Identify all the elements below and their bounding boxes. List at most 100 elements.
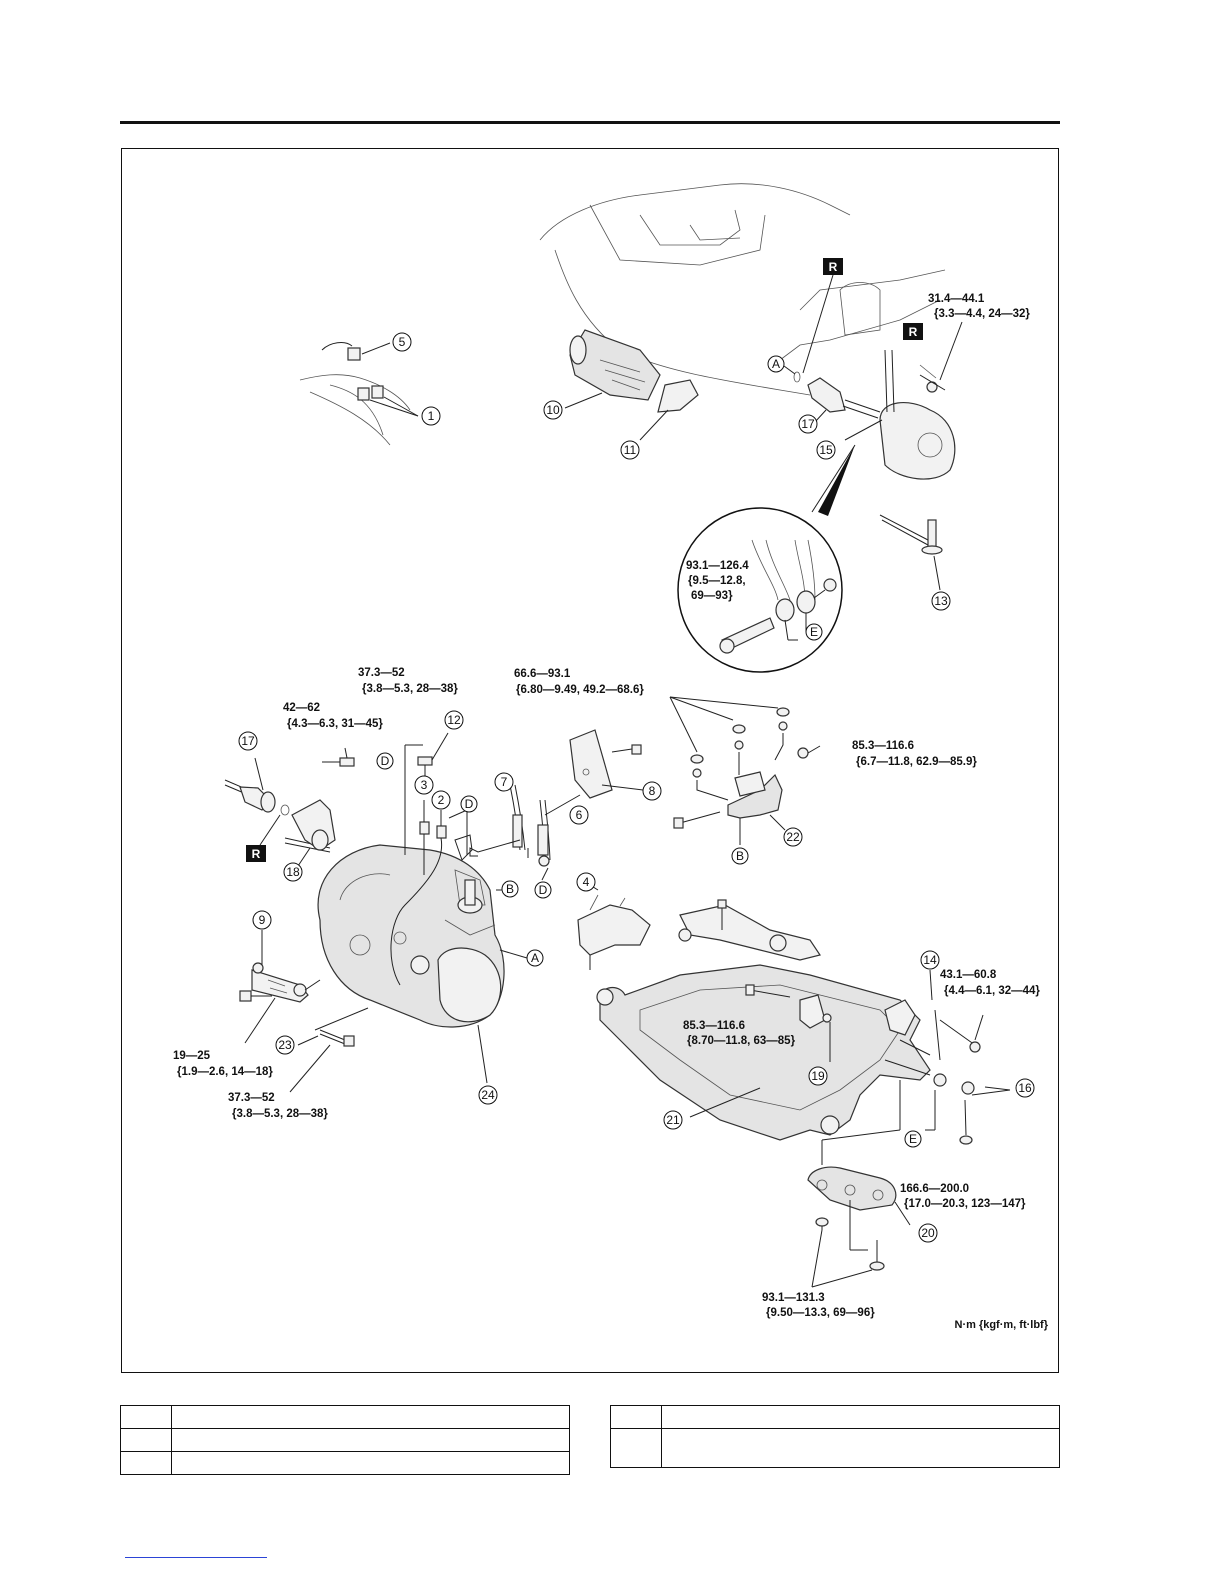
torque-mount20-nm: 93.1—131.3 bbox=[762, 1292, 825, 1304]
callout-15: 15 bbox=[816, 440, 836, 460]
torque-bolt23-nm: 37.3—52 bbox=[228, 1092, 275, 1104]
dust-cover-plate bbox=[639, 379, 699, 441]
svg-text:1: 1 bbox=[428, 409, 435, 423]
svg-text:20: 20 bbox=[921, 1226, 935, 1240]
tie-rod-end bbox=[879, 514, 943, 591]
torque-bolt12-nm: 37.3—52 bbox=[358, 667, 405, 679]
legend-num bbox=[610, 1405, 662, 1429]
legend-row bbox=[610, 1428, 1060, 1468]
legend-row bbox=[120, 1428, 570, 1452]
ref-letter-b-mount: B bbox=[731, 847, 749, 865]
callout-23: 23 bbox=[275, 1035, 295, 1055]
svg-text:5: 5 bbox=[399, 335, 406, 349]
drive-shaft-upper bbox=[793, 371, 881, 423]
footer-link-underline[interactable] bbox=[125, 1557, 267, 1558]
legend-num bbox=[120, 1428, 172, 1452]
callout-4: 4 bbox=[576, 872, 596, 892]
torque-unit-label: N·m {kgf·m, ft·lbf} bbox=[955, 1319, 1049, 1331]
drive-shaft-lower bbox=[224, 757, 336, 867]
torque-balljoint-nm: 93.1—126.4 bbox=[686, 560, 749, 572]
torque-bracket-nm: 42—62 bbox=[283, 702, 320, 714]
replace-badges: R R R bbox=[246, 258, 923, 862]
svg-text:12: 12 bbox=[447, 713, 461, 727]
reference-letters: A E D D D B B A E bbox=[376, 355, 922, 1148]
legend-table-left bbox=[120, 1405, 570, 1475]
torque-slave-kgf: {1.9—2.6, 14—18} bbox=[177, 1066, 273, 1078]
callout-17-left: 17 bbox=[238, 731, 258, 751]
detail-magnifier bbox=[677, 444, 856, 673]
svg-text:15: 15 bbox=[819, 443, 833, 457]
torque-mount-nm: 66.6—93.1 bbox=[514, 668, 571, 680]
svg-text:D: D bbox=[465, 797, 474, 811]
callout-5: 5 bbox=[392, 332, 412, 352]
svg-text:E: E bbox=[810, 625, 818, 639]
svg-text:11: 11 bbox=[624, 443, 637, 457]
svg-text:7: 7 bbox=[501, 775, 508, 789]
callout-19: 19 bbox=[808, 1066, 828, 1086]
callout-1: 1 bbox=[421, 406, 441, 426]
torque-link14-nm: 43.1—60.8 bbox=[940, 969, 997, 981]
ref-letter-d-left: D bbox=[376, 752, 394, 770]
svg-text:21: 21 bbox=[666, 1113, 680, 1127]
steering-knuckle bbox=[844, 321, 963, 480]
svg-text:R: R bbox=[252, 847, 261, 861]
svg-text:8: 8 bbox=[649, 784, 656, 798]
ref-letter-a-transaxle: A bbox=[526, 949, 544, 967]
shift-cables bbox=[469, 784, 551, 881]
torque-mount22-nm: 85.3—116.6 bbox=[852, 740, 914, 752]
ref-letter-e-detail: E bbox=[805, 623, 823, 641]
ref-letter-d-cable: D bbox=[534, 881, 552, 899]
svg-text:23: 23 bbox=[278, 1038, 292, 1052]
ref-letter-e-frame: E bbox=[904, 1130, 922, 1148]
ref-letter-d-mid: D bbox=[460, 795, 478, 813]
callout-13: 13 bbox=[931, 591, 951, 611]
legend-row bbox=[610, 1405, 1060, 1429]
svg-text:B: B bbox=[736, 849, 744, 863]
transaxle bbox=[284, 837, 505, 1084]
cable-bracket bbox=[544, 729, 644, 816]
legend-num bbox=[120, 1405, 172, 1429]
legend-table-right bbox=[610, 1405, 1060, 1468]
callout-16: 16 bbox=[1015, 1078, 1035, 1098]
torque-mount-kgf: {6.80—9.49, 49.2—68.6} bbox=[516, 684, 644, 696]
svg-text:B: B bbox=[506, 882, 514, 896]
callout-12: 12 bbox=[444, 710, 464, 730]
torque-mount20-kgf: {9.50—13.3, 69—96} bbox=[766, 1307, 875, 1319]
legend-row bbox=[120, 1451, 570, 1475]
legend-row bbox=[120, 1405, 570, 1429]
torque-frame16-kgf: {17.0—20.3, 123—147} bbox=[904, 1198, 1026, 1210]
torque-frame19-nm: 85.3—116.6 bbox=[683, 1020, 745, 1032]
svg-text:R: R bbox=[829, 260, 838, 274]
svg-text:13: 13 bbox=[934, 594, 948, 608]
torque-link14-kgf: {4.4—6.1, 32—44} bbox=[944, 985, 1040, 997]
svg-text:2: 2 bbox=[438, 793, 445, 807]
wiring-harness bbox=[390, 800, 473, 986]
svg-text:22: 22 bbox=[786, 830, 800, 844]
legend-text bbox=[661, 1405, 1060, 1429]
torque-knuckle-nm: 31.4—44.1 bbox=[928, 293, 985, 305]
bolt-no23 bbox=[289, 1007, 369, 1093]
callout-21: 21 bbox=[663, 1110, 683, 1130]
engine-mount-no22 bbox=[669, 696, 821, 845]
callout-9: 9 bbox=[252, 910, 272, 930]
legend-text bbox=[171, 1428, 570, 1452]
torque-frame19-kgf: {8.70—11.8, 63—85} bbox=[687, 1035, 796, 1047]
svg-text:A: A bbox=[772, 357, 780, 371]
callout-22: 22 bbox=[783, 827, 803, 847]
torque-bolt23-kgf: {3.8—5.3, 28—38} bbox=[232, 1108, 328, 1120]
callout-17-top: 17 bbox=[798, 414, 818, 434]
replace-badge-knuckle: R bbox=[903, 323, 923, 340]
svg-text:E: E bbox=[909, 1132, 917, 1146]
torque-bracket-kgf: {4.3—6.3, 31—45} bbox=[287, 718, 383, 730]
replace-badge-shaft: R bbox=[246, 845, 266, 862]
svg-text:10: 10 bbox=[546, 403, 560, 417]
legend-text bbox=[171, 1405, 570, 1429]
svg-text:3: 3 bbox=[421, 778, 428, 792]
mount-bracket-no20 bbox=[807, 1100, 911, 1288]
torque-bolt12-kgf: {3.8—5.3, 28—38} bbox=[362, 683, 458, 695]
svg-text:17: 17 bbox=[801, 417, 815, 431]
torque-balljoint-kgf: {9.5—12.8, bbox=[688, 575, 746, 587]
legend-text bbox=[661, 1428, 1060, 1468]
svg-text:9: 9 bbox=[259, 913, 266, 927]
